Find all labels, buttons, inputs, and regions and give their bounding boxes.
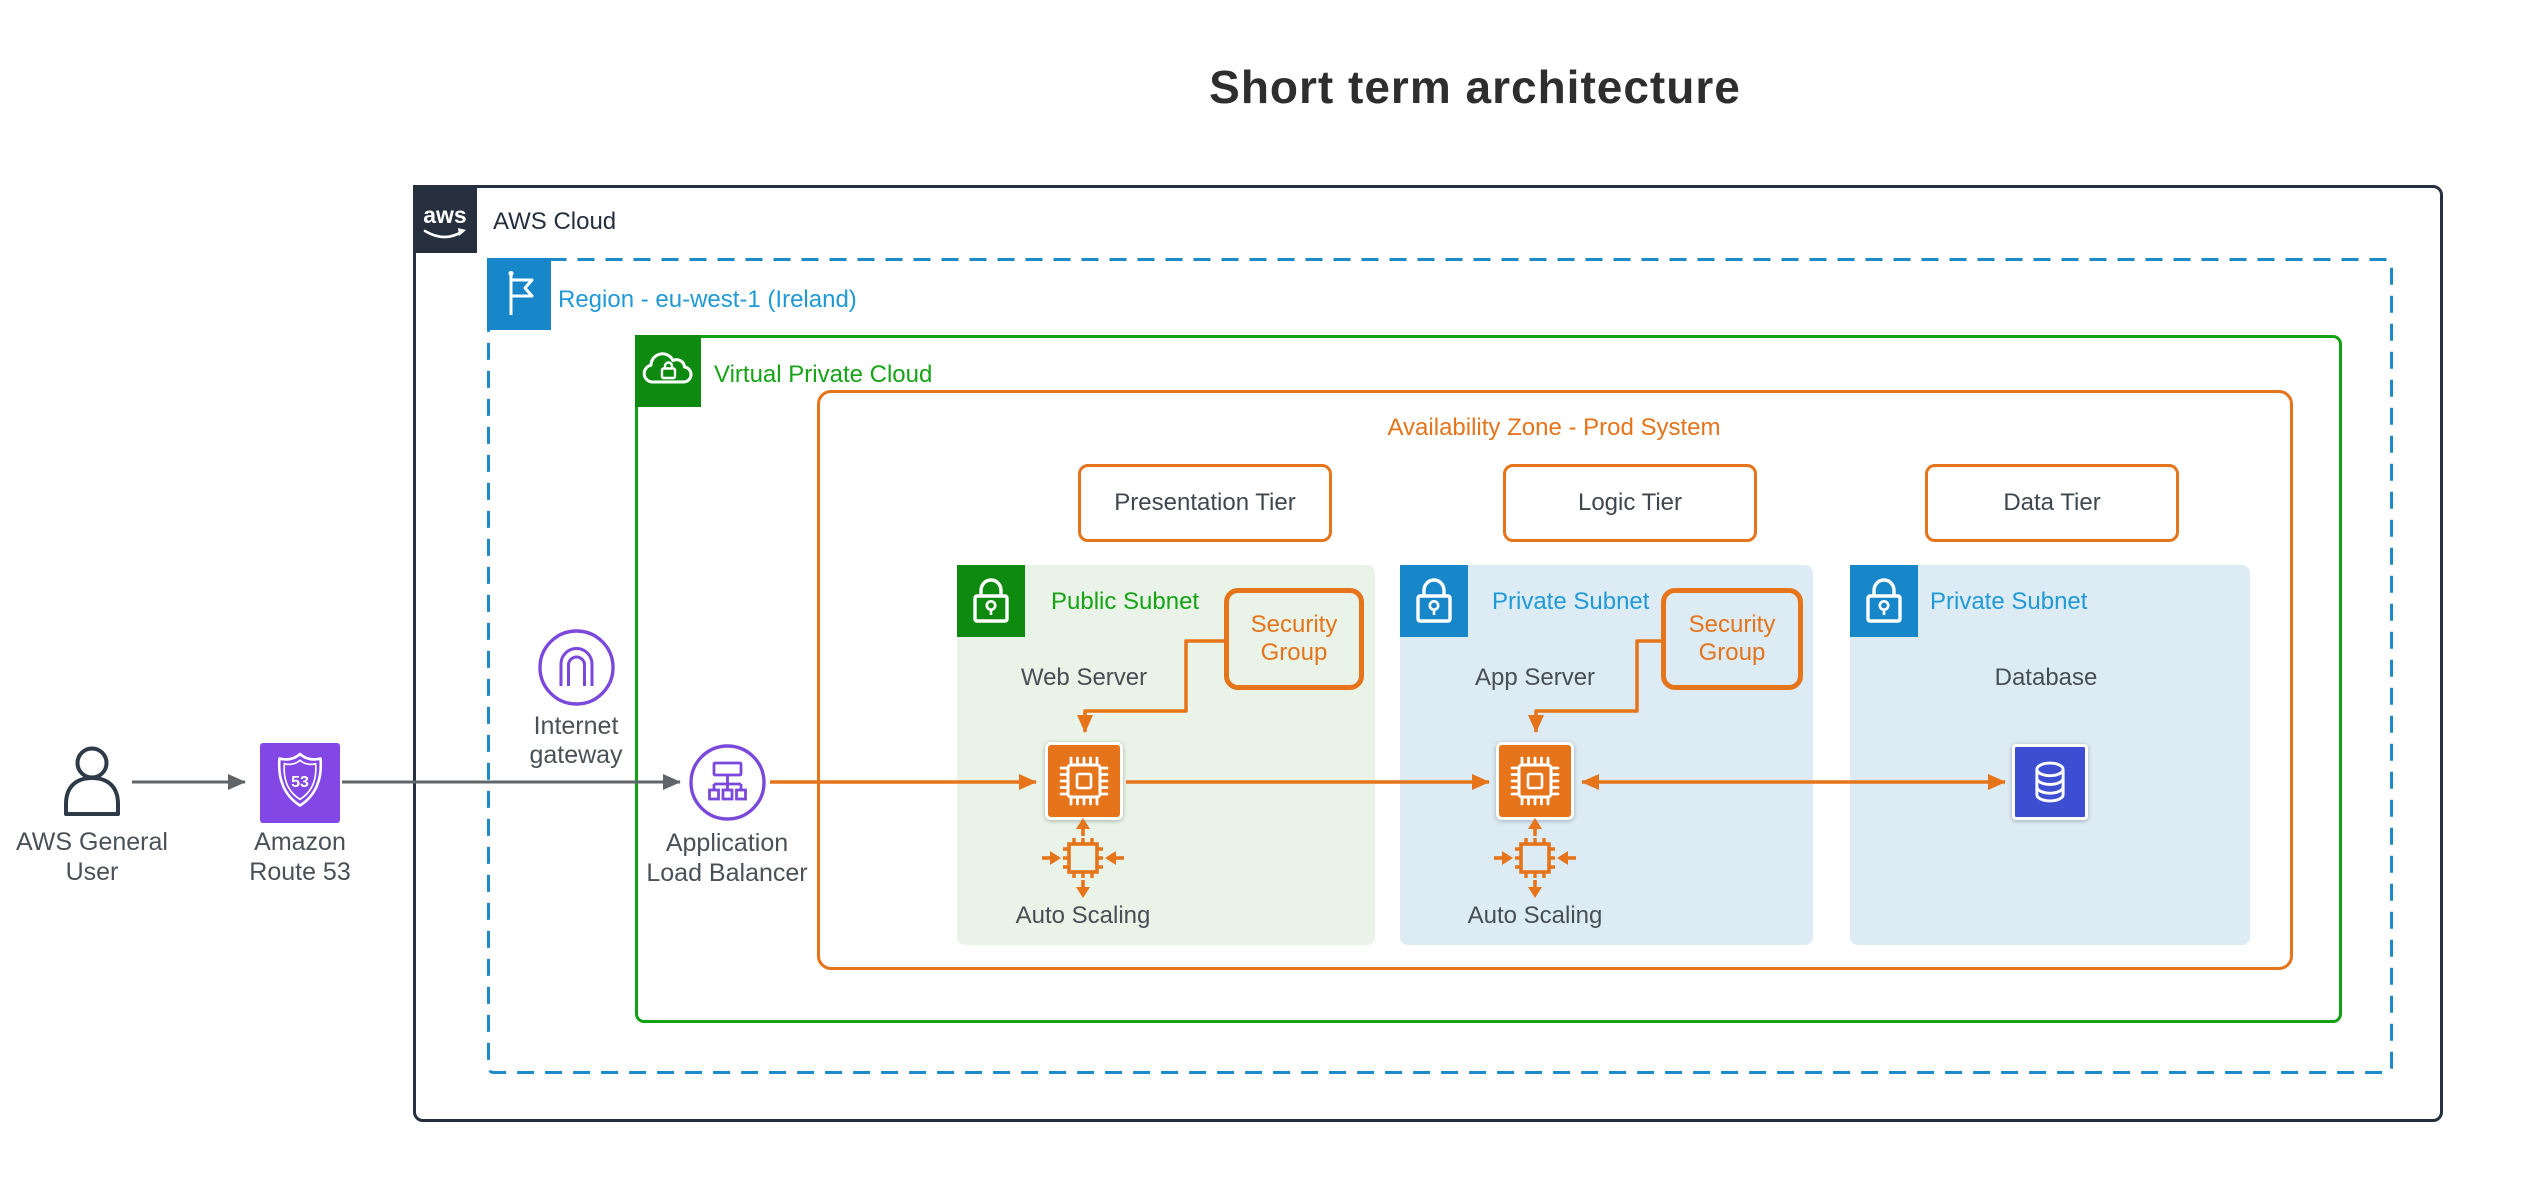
- aws-general-user-label: AWS General User: [16, 828, 168, 886]
- svg-text:53: 53: [291, 774, 309, 791]
- public-subnet-label: Public Subnet: [1051, 588, 1200, 615]
- database-icon: [2012, 744, 2088, 820]
- internet-gateway-icon: [538, 629, 615, 706]
- aws-cloud-container: [413, 185, 2443, 1122]
- region-container: [487, 258, 2393, 1074]
- data-tier-box: Data Tier: [1925, 464, 2179, 542]
- page-title: Short term architecture: [1209, 61, 1741, 113]
- aws-cloud-label: AWS Cloud: [493, 208, 617, 235]
- private-subnet-app: [1400, 565, 1813, 945]
- auto-scaling-label: Auto Scaling: [1467, 902, 1603, 929]
- region-label: Region - eu-west-1 (Ireland): [558, 286, 857, 313]
- presentation-tier-box: Presentation Tier: [1078, 464, 1332, 542]
- security-group-label: Security Group: [1688, 611, 1776, 666]
- auto-scaling-icon: [1042, 818, 1124, 898]
- data-tier-label: Data Tier: [2003, 489, 2101, 516]
- route53-shield-icon: 53: [260, 743, 340, 823]
- auto-scaling-label: Auto Scaling: [1015, 902, 1151, 929]
- public-subnet: [957, 565, 1375, 945]
- vpc-cloud-lock-icon: [635, 335, 701, 407]
- public-subnet-lock-icon: [957, 565, 1025, 637]
- security-group-label: Security Group: [1250, 611, 1338, 666]
- private-subnet-db-label: Private Subnet: [1930, 588, 2088, 615]
- private-subnet-lock-icon: [1850, 565, 1918, 637]
- database-label: Database: [1994, 664, 2098, 691]
- user-icon: [64, 746, 120, 816]
- app-server-label: App Server: [1474, 664, 1596, 691]
- security-group-box-web: Security Group: [1224, 588, 1364, 690]
- ec2-chip-icon: [1045, 742, 1123, 820]
- private-subnet-app-label: Private Subnet: [1492, 588, 1650, 615]
- internet-gateway-label: Internet gateway: [529, 712, 623, 769]
- availability-zone-container: [817, 390, 2293, 970]
- private-subnet-lock-icon: [1400, 565, 1468, 637]
- vpc-container: [635, 335, 2342, 1023]
- web-server-label: Web Server: [1020, 664, 1148, 691]
- presentation-tier-label: Presentation Tier: [1114, 489, 1296, 516]
- logic-tier-box: Logic Tier: [1503, 464, 1757, 542]
- availability-zone-label: Availability Zone - Prod System: [1387, 414, 1721, 441]
- vpc-label: Virtual Private Cloud: [714, 361, 933, 388]
- region-flag-icon: [487, 258, 551, 330]
- ec2-chip-icon: [1496, 742, 1574, 820]
- application-load-balancer-label: Application Load Balancer: [646, 829, 808, 887]
- amazon-route53-label: Amazon Route 53: [249, 828, 351, 886]
- load-balancer-icon: [689, 744, 766, 821]
- security-group-box-app: Security Group: [1661, 588, 1803, 690]
- svg-text:aws: aws: [423, 202, 466, 228]
- logic-tier-label: Logic Tier: [1577, 489, 1683, 516]
- aws-logo-icon: aws: [413, 185, 477, 253]
- auto-scaling-icon: [1494, 818, 1576, 898]
